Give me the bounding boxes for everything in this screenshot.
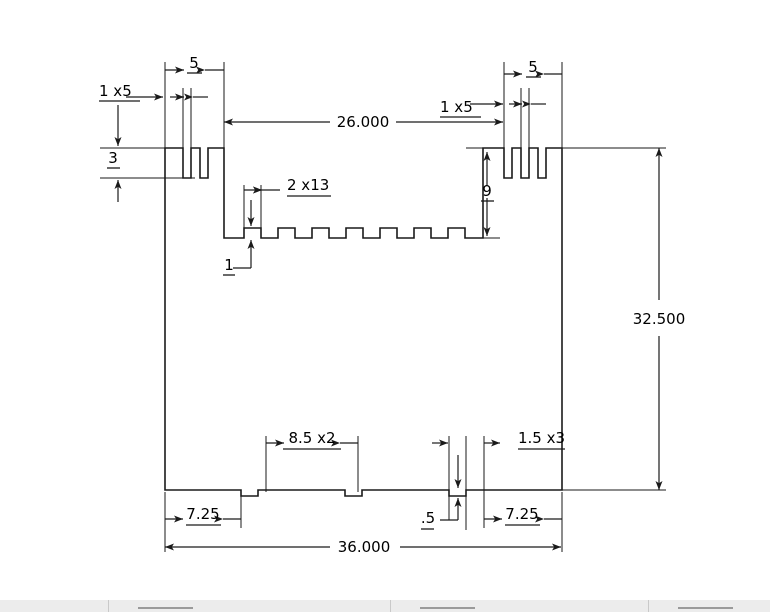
- dim-label-bottom-left-725: 7.25: [186, 505, 221, 526]
- toolbar-cell-2[interactable]: [390, 600, 637, 612]
- dim-label-bottom-right-725: 7.25: [505, 505, 540, 526]
- dim-text: 1.5 x3: [518, 429, 565, 447]
- dim-text: 3: [108, 149, 118, 167]
- dim-text: .5: [421, 509, 435, 527]
- dimension-lines: [114, 66, 663, 551]
- dimension-labels: 5 1 x5 3 26.000 1 x5 5 2 x13 1: [99, 54, 685, 556]
- dim-label-center-1: 1: [223, 256, 235, 276]
- dim-label-top-right-1x5: 1 x5: [440, 98, 481, 118]
- bottom-toolbar: [0, 600, 770, 612]
- dim-label-top-left-5: 5: [187, 54, 202, 74]
- dim-text: 7.25: [505, 505, 538, 523]
- dim-text: 26.000: [337, 113, 390, 131]
- dim-label-top-left-1x5: 1 x5: [99, 82, 140, 102]
- part-outline: [164, 147, 563, 497]
- dim-text: 36.000: [338, 538, 391, 556]
- dim-label-top-right-5: 5: [526, 58, 541, 78]
- dim-text: 32.500: [633, 310, 686, 328]
- part-profile-path: [164, 147, 563, 497]
- dim-text: 9: [482, 182, 492, 200]
- dim-label-center-2x13: 2 x13: [287, 176, 331, 197]
- dim-text: 5: [528, 58, 538, 76]
- dim-label-right-9: 9: [481, 182, 494, 202]
- dim-text: 8.5 x2: [288, 429, 335, 447]
- dim-text: 1 x5: [440, 98, 473, 116]
- dim-label-top-26: 26.000: [337, 113, 390, 131]
- dim-label-bottom-15x3: 1.5 x3: [518, 429, 565, 450]
- dim-label-bottom-85x2: 8.5 x2: [283, 429, 341, 450]
- extension-lines: [100, 62, 666, 552]
- dim-label-left-3: 3: [107, 149, 120, 169]
- dim-text: 1: [224, 256, 234, 274]
- toolbar-cell-3[interactable]: [648, 600, 770, 612]
- toolbar-cell-2-tick: [420, 607, 475, 609]
- toolbar-cell-1[interactable]: [108, 600, 329, 612]
- dim-text: 5: [189, 54, 199, 72]
- toolbar-cell-3-tick: [678, 607, 733, 609]
- toolbar-cell-1-tick: [138, 607, 193, 609]
- dim-label-bottom-36000: 36.000: [338, 538, 391, 556]
- dim-text: 2 x13: [287, 176, 329, 194]
- dim-text: 7.25: [186, 505, 219, 523]
- dim-text: 1 x5: [99, 82, 132, 100]
- dim-label-right-32500: 32.500: [633, 310, 686, 328]
- dim-label-bottom-point5: .5: [421, 509, 435, 530]
